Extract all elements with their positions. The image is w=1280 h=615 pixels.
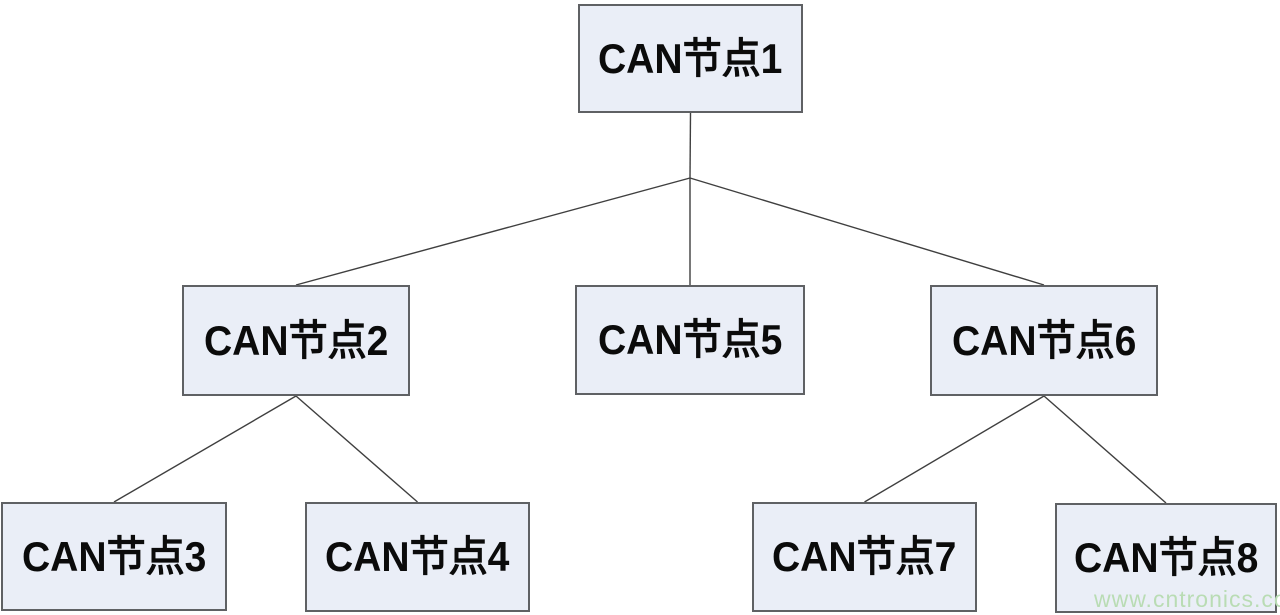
tree-node-label: CAN节点3 [21,532,207,580]
tree-node-node8: CAN节点8 [1055,503,1277,613]
tree-node-node4: CAN节点4 [305,502,530,612]
tree-node-label: CAN节点2 [203,316,389,364]
connector-line [689,112,692,179]
tree-node-label: CAN节点4 [325,533,510,580]
connector-line [295,395,418,503]
connector-line [864,395,1045,503]
tree-node-node1: CAN节点1 [578,4,803,113]
tree-node-node5: CAN节点5 [575,285,805,395]
connector-line [1043,395,1167,504]
connector-line [113,395,297,503]
connector-line [295,177,691,286]
tree-node-label: CAN节点5 [597,316,783,363]
connector-line [689,177,1045,286]
tree-node-node7: CAN节点7 [752,502,977,612]
tree-node-label: CAN节点1 [598,34,783,82]
tree-node-node2: CAN节点2 [182,285,410,396]
tree-node-node3: CAN节点3 [1,502,227,611]
tree-node-label: CAN节点6 [951,316,1137,364]
tree-node-label: CAN节点7 [772,533,957,580]
tree-node-node6: CAN节点6 [930,285,1158,396]
tree-node-label: CAN节点8 [1073,534,1259,581]
